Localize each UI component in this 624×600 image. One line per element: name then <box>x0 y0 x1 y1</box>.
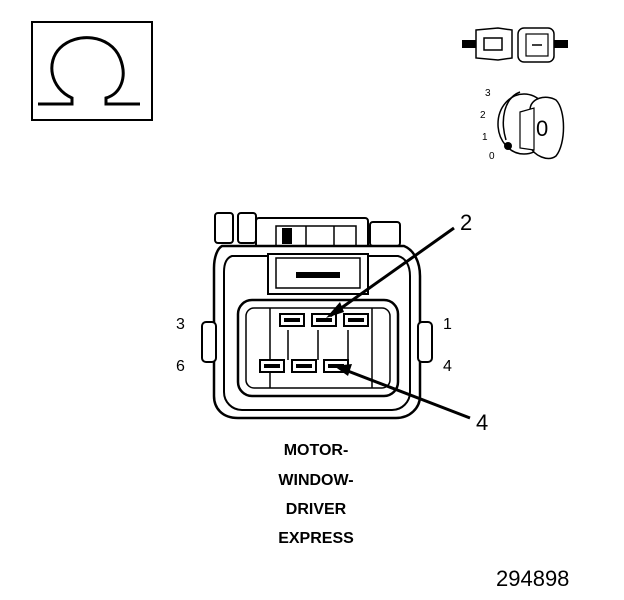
ignition-position-2: 2 <box>480 110 486 121</box>
terminal-row-top <box>279 313 369 327</box>
connector-body <box>201 212 433 420</box>
ignition-switch-icon <box>497 91 565 160</box>
ignition-position-3: 3 <box>485 88 491 99</box>
ignition-position-0: 0 <box>489 151 495 162</box>
callout-line-4 <box>334 364 471 420</box>
figure-number: 294898 <box>496 566 570 591</box>
pin-label-1: 1 <box>443 316 452 333</box>
pin-label-6: 6 <box>176 358 185 375</box>
caption-line-4: EXPRESS <box>278 530 354 547</box>
ignition-position-1: 1 <box>482 132 488 143</box>
pin-label-4: 4 <box>443 358 452 375</box>
callout-number-4: 4 <box>476 410 489 435</box>
connector-disconnect-icon <box>462 27 568 63</box>
callout-number-2: 2 <box>460 210 473 235</box>
caption-line-1: MOTOR- <box>283 442 349 459</box>
callout-line-2 <box>326 226 455 318</box>
ignition-key-label: 0 <box>536 116 549 141</box>
pin-label-3: 3 <box>176 316 185 333</box>
caption-line-3: DRIVER <box>285 501 347 518</box>
caption-line-2: WINDOW- <box>278 472 354 489</box>
omega-resistance-icon <box>31 21 153 121</box>
